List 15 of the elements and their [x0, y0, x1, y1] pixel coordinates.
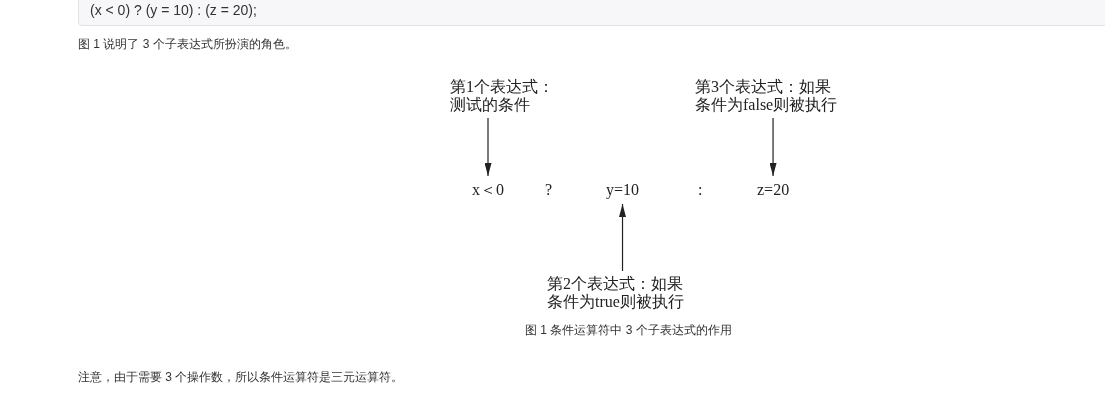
figure-caption: 图 1 条件运算符中 3 个子表达式的作用	[525, 322, 732, 338]
expression-text: x＜0	[472, 180, 504, 200]
body-text: 注意，由于需要 3 个操作数，所以条件运算符是三元运算符。	[78, 369, 404, 385]
annotation-text: 第1个表达式：测试的条件	[450, 78, 562, 114]
code-snippet: (x < 0) ? (y = 10) : (z = 20);	[78, 0, 1105, 26]
annotation-text: 第2个表达式：如果条件为true则被执行	[547, 275, 696, 311]
operator-symbol: ?	[545, 180, 553, 200]
arrow	[484, 117, 492, 177]
operator-symbol: :	[698, 180, 703, 200]
body-text: 图 1 说明了 3 个子表达式所扮演的角色。	[78, 36, 297, 52]
expression-text: y=10	[606, 180, 640, 200]
annotation-text: 第3个表达式：如果条件为false则被执行	[695, 78, 844, 114]
arrow	[769, 117, 777, 177]
expression-text: z=20	[757, 180, 790, 200]
arrow	[619, 203, 626, 272]
